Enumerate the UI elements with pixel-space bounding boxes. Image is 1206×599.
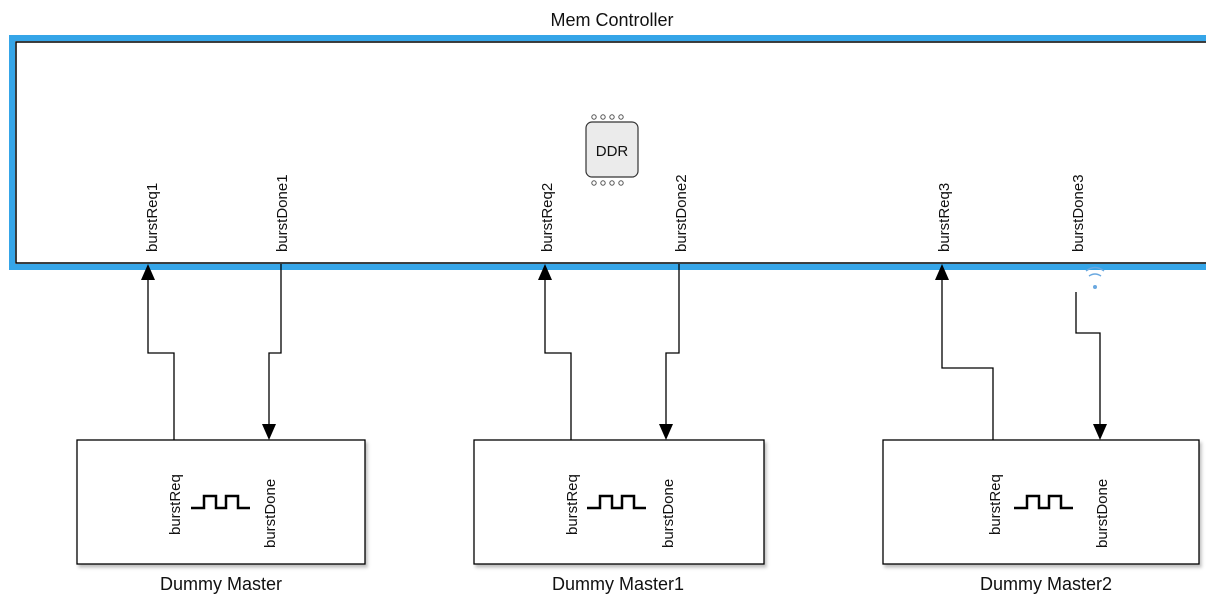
port-burstdone: burstDone (1094, 479, 1111, 548)
signal-burstdone2-line[interactable] (659, 264, 680, 440)
dummy-master-block[interactable]: burstReq burstDone (76, 439, 366, 565)
ddr-chip-icon: DDR (585, 114, 639, 186)
dummy-master2-block[interactable]: burstReq burstDone (882, 439, 1200, 565)
port-burstdone2: burstDone2 (673, 174, 690, 252)
pulse-generator-icon (587, 494, 646, 510)
arrow-head (262, 424, 276, 440)
signal-burstreq1-line[interactable] (141, 264, 175, 440)
mem-controller-title: Mem Controller (550, 10, 673, 30)
port-burstreq1: burstReq1 (144, 183, 161, 252)
port-burstreq3: burstReq3 (936, 183, 953, 252)
dummy-master-title: Dummy Master (160, 574, 282, 594)
ddr-chip-label: DDR (596, 143, 629, 160)
port-burstreq: burstReq (564, 474, 581, 535)
pulse-generator-icon (191, 494, 250, 510)
dummy-master1-block[interactable]: burstReq burstDone (473, 439, 765, 565)
arrow-head (538, 264, 552, 280)
port-burstdone: burstDone (262, 479, 279, 548)
port-burstdone1: burstDone1 (274, 174, 291, 252)
pulse-generator-icon (1014, 494, 1073, 510)
port-burstreq: burstReq (987, 474, 1004, 535)
port-burstreq2: burstReq2 (539, 183, 556, 252)
dummy-master1-title: Dummy Master1 (552, 574, 684, 594)
port-burstdone3: burstDone3 (1070, 174, 1087, 252)
signal-burstdone1-line[interactable] (262, 264, 282, 440)
arrow-head (141, 264, 155, 280)
port-burstreq: burstReq (167, 474, 184, 535)
signal-burstreq3-line[interactable] (935, 264, 994, 440)
dummy-master2-title: Dummy Master2 (980, 574, 1112, 594)
signal-burstreq2-line[interactable] (538, 264, 572, 440)
port-burstdone: burstDone (660, 479, 677, 548)
arrow-head (659, 424, 673, 440)
arrow-head (1093, 424, 1107, 440)
arrow-head (935, 264, 949, 280)
signal-burstdone3-line[interactable] (1075, 292, 1107, 440)
wireless-signal-icon[interactable] (1085, 266, 1105, 290)
